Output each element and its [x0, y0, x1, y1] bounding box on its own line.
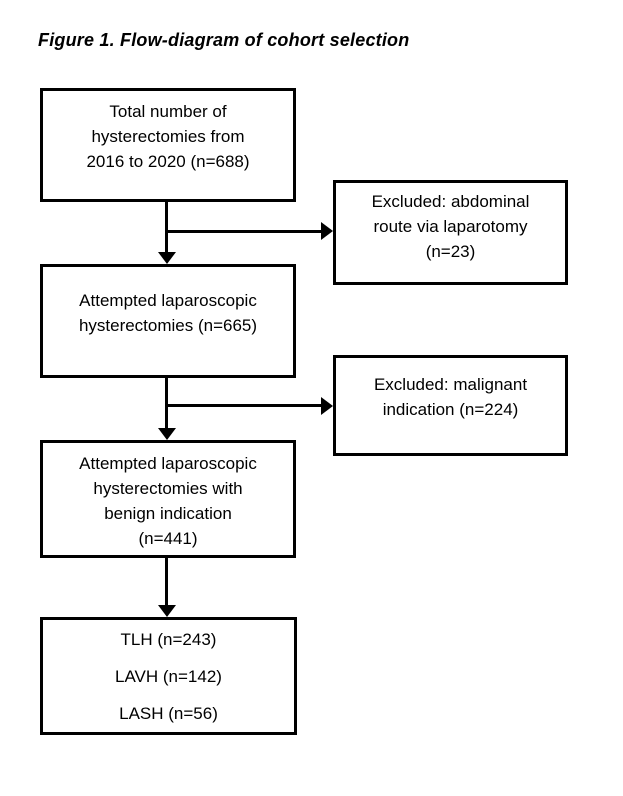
flow-box-attempted-laparoscopic-text: Attempted laparoscopic hysterectomies (n… [78, 291, 258, 335]
flow-box-attempted-laparoscopic: Attempted laparoscopic hysterectomies (n… [40, 264, 296, 378]
flow-box-excluded-malignant: Excluded: malignant indication (n=224) [333, 355, 568, 456]
flow-box-excluded-laparotomy-text: Excluded: abdominal route via laparotomy… [371, 192, 530, 261]
connector-attempted-to-benign [165, 377, 168, 429]
connector-branch-excluded-malignant [166, 404, 321, 407]
flow-box-total-hysterectomies-text: Total number of hysterectomies from 2016… [86, 102, 250, 171]
flow-box-excluded-malignant-text: Excluded: malignant indication (n=224) [373, 375, 528, 419]
flow-box-benign-indication: Attempted laparoscopic hysterectomies wi… [40, 440, 296, 558]
outcome-line-lavh: LAVH (n=142) [115, 667, 222, 686]
arrowhead-right-excluded-laparotomy [321, 222, 333, 240]
outcome-line-tlh: TLH (n=243) [120, 630, 217, 649]
flow-box-outcomes: TLH (n=243) LAVH (n=142) LASH (n=56) [40, 617, 297, 735]
connector-branch-excluded-laparotomy [166, 230, 321, 233]
arrowhead-right-excluded-malignant [321, 397, 333, 415]
connector-total-to-attempted [165, 201, 168, 253]
connector-benign-to-outcomes [165, 557, 168, 607]
arrowhead-down-benign [158, 428, 176, 440]
flow-box-excluded-laparotomy: Excluded: abdominal route via laparotomy… [333, 180, 568, 285]
outcome-line-lash: LASH (n=56) [119, 704, 218, 723]
flow-box-total-hysterectomies: Total number of hysterectomies from 2016… [40, 88, 296, 202]
arrowhead-down-attempted [158, 252, 176, 264]
arrowhead-down-outcomes [158, 605, 176, 617]
figure-title: Figure 1. Flow-diagram of cohort selecti… [38, 30, 410, 50]
flow-box-benign-indication-text: Attempted laparoscopic hysterectomies wi… [79, 454, 257, 548]
